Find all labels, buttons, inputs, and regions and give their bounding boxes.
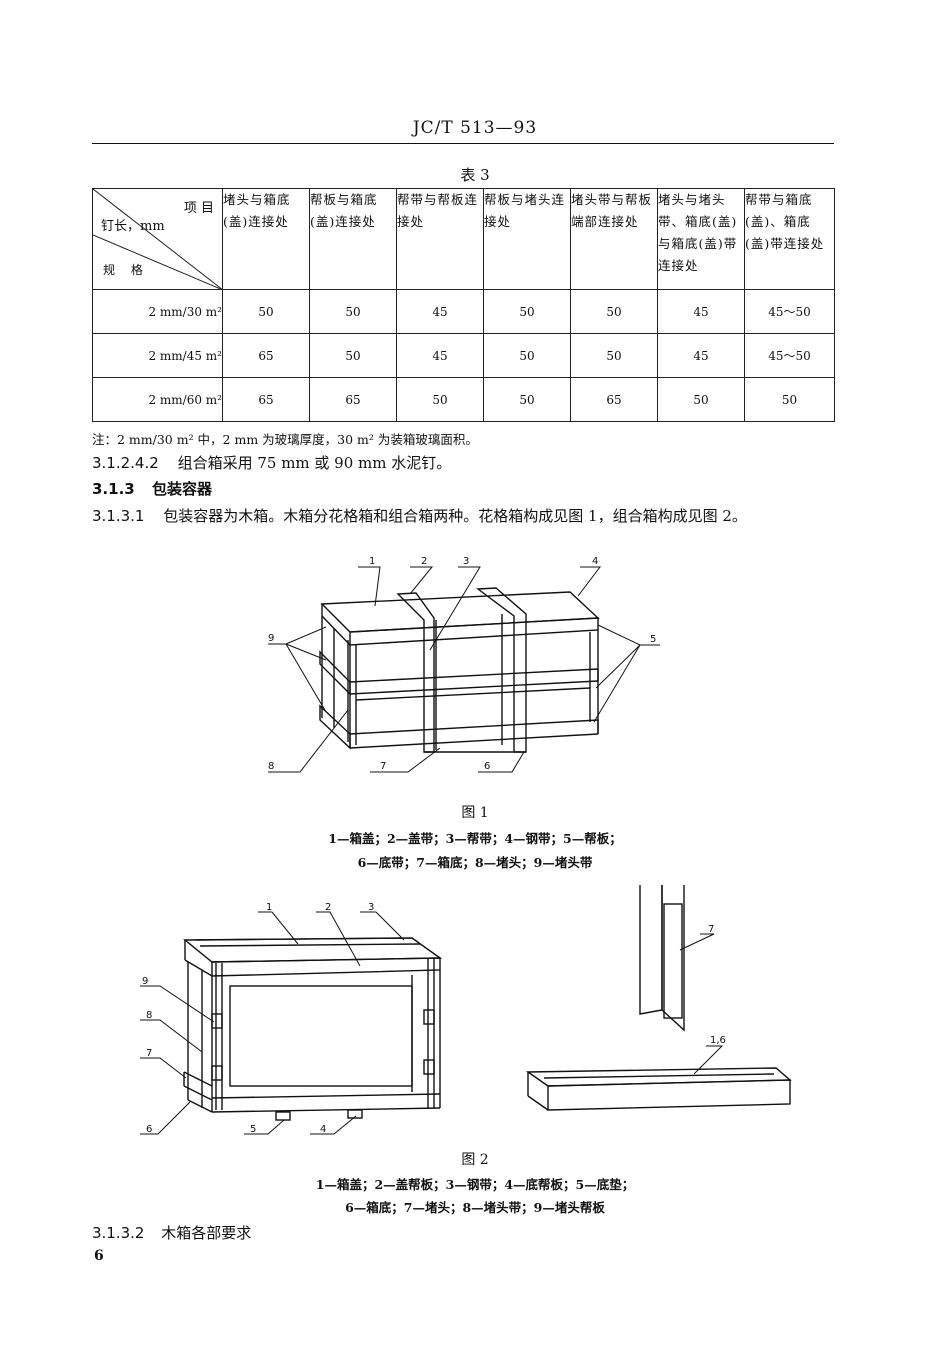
value-cell: 45 (396, 289, 484, 334)
clause-heading: 木箱各部要求 (161, 1224, 252, 1242)
column-header: 帮板与堵头连接处 (483, 188, 571, 290)
column-header: 堵头与箱底(盖)连接处 (222, 188, 310, 290)
fig2-label-1-6: 1,6 (710, 1035, 726, 1046)
document-code: JC/T 513—93 (412, 118, 538, 138)
column-header: 帮带与箱底(盖)、箱底(盖)带连接处 (744, 188, 835, 290)
clause-3-1-3-2: 3.1.3.2 木箱各部要求 (92, 1222, 251, 1243)
value-cell: 50 (570, 289, 658, 334)
value-cell: 50 (309, 333, 397, 378)
corner-label-item: 项 目 (183, 201, 214, 216)
clause-3-1-3: 3.1.3 包装容器 (92, 478, 212, 499)
value-cell: 50 (657, 377, 745, 422)
table-note: 注：2 mm/30 m² 中，2 mm 为玻璃厚度，30 m² 为装箱玻璃面积。 (92, 432, 478, 447)
fig1-label-1: 1 (369, 556, 375, 567)
column-header: 堵头带与帮板端部连接处 (570, 188, 658, 290)
fig2-label-2: 2 (325, 902, 331, 913)
figure-1-legend-line-2: 6—底带；7—箱底；8—堵头；9—堵头带 (357, 855, 593, 870)
fig2-label-9: 9 (142, 976, 148, 987)
value-cell: 45 (657, 289, 745, 334)
corner-label-spec: 规 格 (103, 263, 149, 277)
value-cell: 50 (483, 377, 571, 422)
table-corner-cell: 项 目 钉长，mm 规 格 (92, 188, 223, 290)
clause-3-1-3-1: 3.1.3.1 包装容器为木箱。木箱分花格箱和组合箱两种。花格箱构成见图 1，组… (92, 505, 747, 526)
fig1-label-9: 9 (268, 633, 274, 644)
value-cell: 45 (657, 333, 745, 378)
value-cell: 50 (744, 377, 835, 422)
figure-2-legend-line-1: 1—箱盖；2—盖帮板；3—钢带；4—底帮板；5—底垫； (315, 1177, 635, 1192)
value-cell: 65 (309, 377, 397, 422)
spec-cell: 2 mm/30 m² (92, 289, 223, 334)
fig2-label-3: 3 (368, 902, 374, 913)
figure-2-caption: 图 2 (461, 1152, 489, 1168)
fig2-label-6: 6 (146, 1124, 152, 1135)
clause-heading: 包装容器 (151, 480, 212, 498)
fig1-label-4: 4 (592, 556, 598, 567)
column-header: 帮板与箱底(盖)连接处 (309, 188, 397, 290)
fig2-label-1: 1 (266, 902, 272, 913)
value-cell: 50 (483, 289, 571, 334)
fig1-label-5: 5 (650, 634, 656, 645)
clause-number: 3.1.2.4.2 (92, 454, 159, 472)
fig2-label-5: 5 (250, 1124, 256, 1135)
fig2-label-7: 7 (146, 1048, 152, 1059)
value-cell: 65 (222, 333, 310, 378)
value-cell: 50 (570, 333, 658, 378)
clause-number: 3.1.3.2 (92, 1224, 145, 1242)
clause-number: 3.1.3 (92, 480, 135, 498)
fig1-label-3: 3 (463, 556, 469, 567)
figure-1-legend-line-1: 1—箱盖；2—盖带；3—帮带；4—钢带；5—帮板； (328, 831, 622, 846)
fig1-label-6: 6 (484, 761, 490, 772)
value-cell: 45～50 (744, 333, 835, 378)
table-caption: 表 3 (460, 166, 490, 184)
table-header-row: 项 目 钉长，mm 规 格 堵头与箱底(盖)连接处 帮板与箱底(盖)连接处 帮带… (92, 188, 835, 290)
column-header: 堵头与堵头带、箱底(盖)与箱底(盖)带连接处 (657, 188, 745, 290)
fig2-label-8: 8 (146, 1010, 152, 1021)
nail-length-table: 项 目 钉长，mm 规 格 堵头与箱底(盖)连接处 帮板与箱底(盖)连接处 帮带… (92, 188, 835, 422)
value-cell: 65 (570, 377, 658, 422)
page-number: 6 (94, 1248, 104, 1264)
value-cell: 45～50 (744, 289, 835, 334)
corner-label-nail: 钉长，mm (101, 219, 165, 234)
fig2-label-4: 4 (320, 1124, 326, 1135)
table-row: 2 mm/45 m² 65 50 45 50 50 45 45～50 (92, 333, 835, 378)
value-cell: 65 (222, 377, 310, 422)
value-cell: 50 (309, 289, 397, 334)
corner-diagonal-lines (93, 189, 223, 290)
fig1-label-2: 2 (421, 556, 427, 567)
figure-2-combined-crate: 1 2 3 4 5 6 7 8 9 7 1,6 (140, 885, 792, 1135)
fig2-label-7b: 7 (708, 924, 714, 935)
table-row: 2 mm/30 m² 50 50 45 50 50 45 45～50 (92, 289, 835, 334)
figure-1-lattice-crate: 1 2 3 4 5 6 7 8 9 (268, 556, 660, 773)
header-rule (92, 143, 834, 144)
value-cell: 45 (396, 333, 484, 378)
fig1-label-7: 7 (380, 761, 386, 772)
column-header: 帮带与帮板连接处 (396, 188, 484, 290)
fig1-label-8: 8 (268, 761, 274, 772)
clause-number: 3.1.3.1 (92, 507, 145, 525)
value-cell: 50 (396, 377, 484, 422)
clause-text: 包装容器为木箱。木箱分花格箱和组合箱两种。花格箱构成见图 1，组合箱构成见图 2… (163, 507, 747, 525)
clause-3-1-2-4-2: 3.1.2.4.2 组合箱采用 75 mm 或 90 mm 水泥钉。 (92, 452, 451, 473)
table-row: 2 mm/60 m² 65 65 50 50 65 50 50 (92, 377, 835, 422)
spec-cell: 2 mm/60 m² (92, 377, 223, 422)
clause-text: 组合箱采用 75 mm 或 90 mm 水泥钉。 (177, 454, 452, 472)
figure-2-legend-line-2: 6—箱底；7—堵头；8—堵头带；9—堵头帮板 (345, 1200, 605, 1215)
spec-cell: 2 mm/45 m² (92, 333, 223, 378)
value-cell: 50 (222, 289, 310, 334)
value-cell: 50 (483, 333, 571, 378)
figure-1-caption: 图 1 (461, 805, 489, 821)
